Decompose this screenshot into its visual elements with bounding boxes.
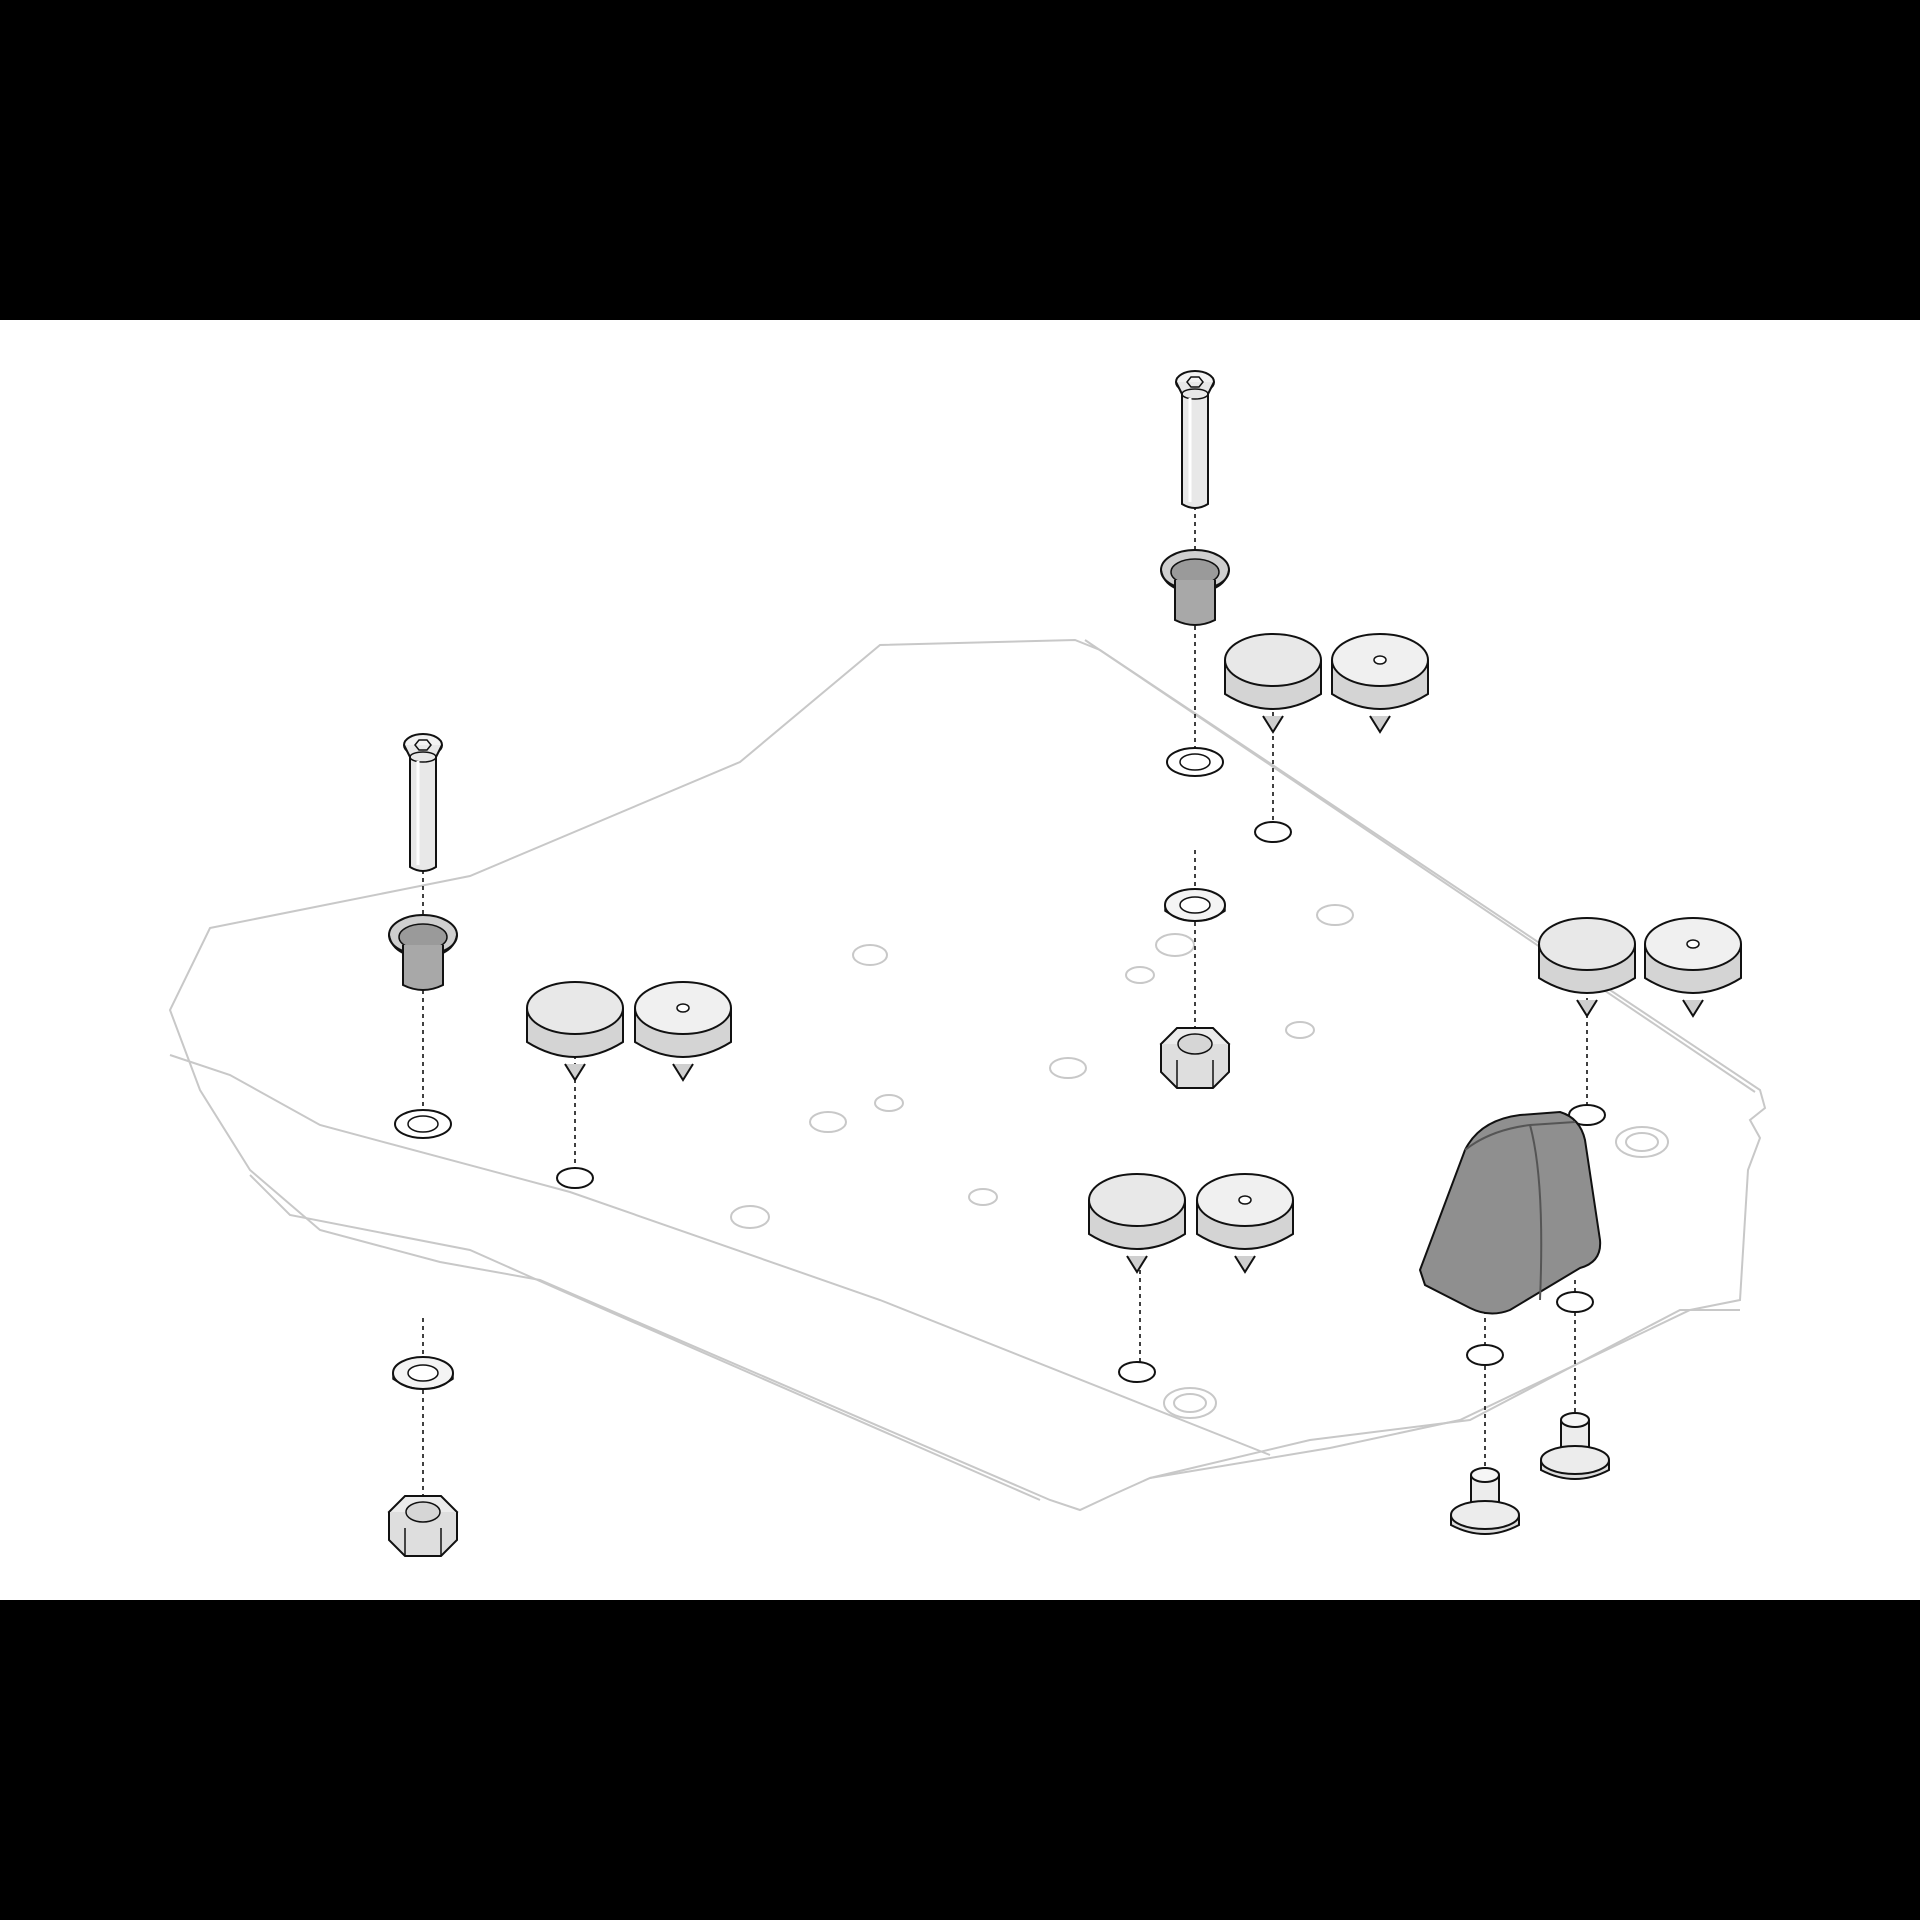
wedge-bumper — [1418, 1110, 1602, 1315]
washer-rear — [1164, 888, 1226, 922]
flanged-bushing-rear — [1160, 549, 1230, 626]
plate-hole-rear — [1166, 747, 1224, 777]
base-plate — [168, 638, 1767, 1512]
rubber-foot-pair-center — [1088, 1173, 1294, 1383]
hex-nut-front — [388, 1495, 458, 1557]
flanged-bushing-front — [388, 914, 458, 991]
rubber-foot-pair-left — [526, 981, 732, 1189]
countersunk-screw-rear — [1174, 369, 1216, 510]
assembly-diagram — [168, 369, 1767, 1557]
flange-bolt-right — [1540, 1412, 1610, 1480]
countersunk-screw-front — [402, 732, 444, 873]
rubber-foot-pair-rear — [1224, 633, 1429, 843]
top-letterbox-band — [0, 0, 1920, 320]
bumper-hole-left — [1466, 1344, 1504, 1366]
flange-bolt-left — [1450, 1467, 1520, 1535]
plate-hole-front — [394, 1109, 452, 1139]
washer-front — [392, 1356, 454, 1390]
diagram-canvas — [0, 320, 1920, 1600]
bottom-letterbox-band — [0, 1600, 1920, 1920]
rubber-foot-pair-right — [1538, 917, 1742, 1126]
bumper-hole-right — [1556, 1291, 1594, 1313]
plate-holes — [730, 904, 1669, 1419]
hex-nut-rear — [1160, 1027, 1230, 1089]
